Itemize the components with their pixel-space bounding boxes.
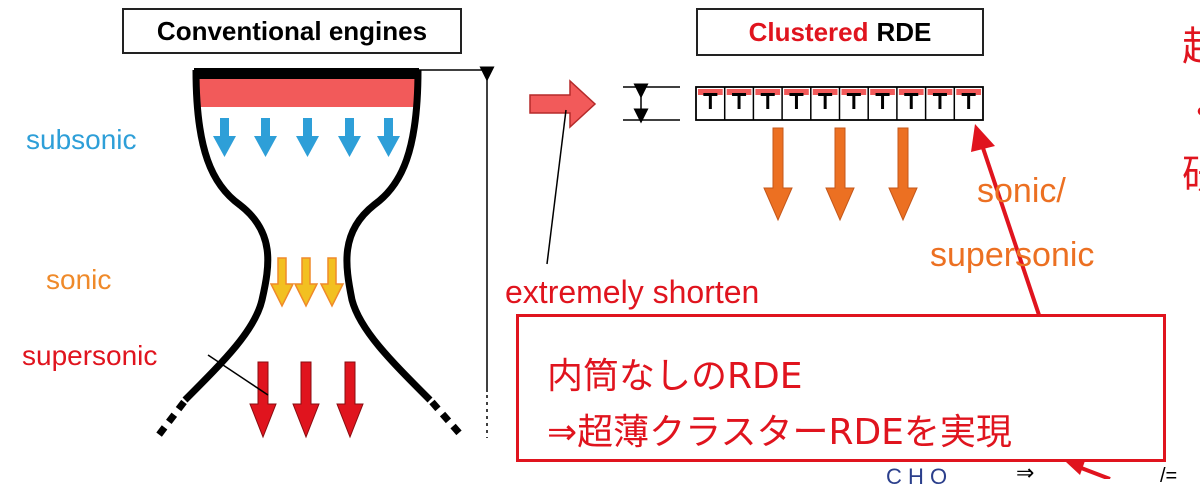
callout-pointer-line	[980, 144, 1042, 319]
cutoff-text-bottom-3: /=	[1160, 465, 1178, 487]
supersonic-arrow	[336, 361, 364, 439]
inflow-arrow	[529, 79, 597, 129]
sonic-arrow	[319, 257, 345, 308]
rde-cell-injector	[726, 89, 752, 95]
nozzle-right-wall	[343, 69, 433, 403]
conventional-engines-title-box: Conventional engines	[122, 8, 462, 54]
outflow-arrow	[888, 127, 918, 222]
extremely-shorten-label: extremely shorten	[505, 274, 760, 310]
cutoff-text-top-2: ・	[1182, 80, 1200, 138]
rde-cell-injector	[698, 89, 723, 95]
rde-cell-injector	[870, 89, 895, 95]
rde-cell-center-body	[794, 93, 798, 109]
rde-cell-cap	[846, 93, 861, 96]
subsonic-arrow	[338, 118, 361, 157]
rde-cell-injector	[812, 89, 838, 95]
clustered-title-red: Clustered	[748, 16, 869, 47]
subsonic-arrows	[213, 118, 400, 157]
rde-title-black: RDE	[876, 16, 932, 47]
bottom-pointer-head	[1066, 458, 1086, 475]
sonic-supersonic-label-line2: supersonic	[930, 236, 1095, 274]
rde-cell-cap	[760, 93, 775, 96]
rde-cell-center-body	[881, 93, 885, 109]
rde-cell-cap	[932, 93, 947, 96]
clustered-rde-array	[695, 86, 984, 121]
nozzle-left-dashed-extension	[155, 399, 187, 439]
sonic-label: sonic	[46, 264, 112, 295]
rde-cell-injector	[898, 89, 924, 95]
engine-comparison-diagram	[155, 66, 1111, 479]
clustered-rde-title-box: Clustered RDE	[696, 8, 984, 56]
callout-pointer-head	[971, 124, 995, 152]
supersonic-arrow	[292, 361, 320, 439]
rde-cell-cap	[875, 93, 890, 96]
supersonic-arrow	[249, 361, 277, 439]
japanese-callout-box: 内筒なしのRDE ⇒超薄クラスターRDEを実現	[516, 314, 1166, 462]
rde-cell-cap	[818, 93, 833, 96]
cutoff-text-top-3: 研	[1182, 142, 1200, 200]
nozzle-left-wall	[182, 69, 272, 403]
rde-cell-injector	[755, 89, 781, 95]
sonic-arrow	[293, 257, 319, 308]
rde-cell-injector	[956, 89, 981, 95]
sonic-supersonic-arrows	[763, 127, 918, 222]
callout-line2: ⇒超薄クラスターRDEを実現	[547, 412, 1012, 453]
combustor-top-plate	[194, 68, 419, 79]
cutoff-text-bottom-2: ⇒	[1016, 460, 1035, 485]
rde-cell-cap	[904, 93, 919, 96]
subsonic-arrow	[213, 118, 236, 157]
rde-cell-center-body	[909, 93, 913, 109]
callout-line1: 内筒なしのRDE	[547, 356, 803, 397]
rde-cell-cap	[961, 93, 976, 96]
sonic-supersonic-label-line1: sonic/	[977, 172, 1066, 210]
rde-cell-center-body	[766, 93, 770, 109]
cutoff-text-bottom-1: C H O	[886, 464, 948, 489]
outflow-arrow	[825, 127, 855, 222]
rde-cell-cap	[789, 93, 804, 96]
subsonic-arrow	[254, 118, 277, 157]
supersonic-arrows	[249, 361, 364, 439]
rde-cell-injector	[841, 89, 867, 95]
rde-cell-center-body	[938, 93, 942, 109]
sonic-arrows	[269, 257, 345, 308]
supersonic-leader-line	[207, 354, 269, 396]
conventional-engines-title: Conventional engines	[156, 15, 428, 46]
rde-cell-injector	[784, 89, 809, 95]
rde-cell-cap	[732, 93, 747, 96]
rde-cell-injector	[927, 89, 953, 95]
supersonic-label: supersonic	[22, 340, 158, 371]
rde-cell-cap	[703, 93, 718, 96]
shorten-leader-line	[546, 109, 567, 265]
combustor-red-plate	[196, 79, 417, 107]
rde-cell-center-body	[823, 93, 827, 109]
sonic-arrow	[269, 257, 295, 308]
rde-cell-center-body	[737, 93, 741, 109]
subsonic-arrow	[377, 118, 400, 157]
subsonic-label: subsonic	[26, 124, 137, 155]
rde-cell-center-body	[708, 93, 712, 109]
subsonic-arrow	[296, 118, 319, 157]
nozzle-right-dashed-extension	[429, 399, 463, 437]
rde-cell-center-body	[852, 93, 856, 109]
rde-cell-center-body	[967, 93, 971, 109]
cutoff-text-top-1: 超	[1182, 14, 1200, 72]
outflow-arrow	[763, 127, 793, 222]
